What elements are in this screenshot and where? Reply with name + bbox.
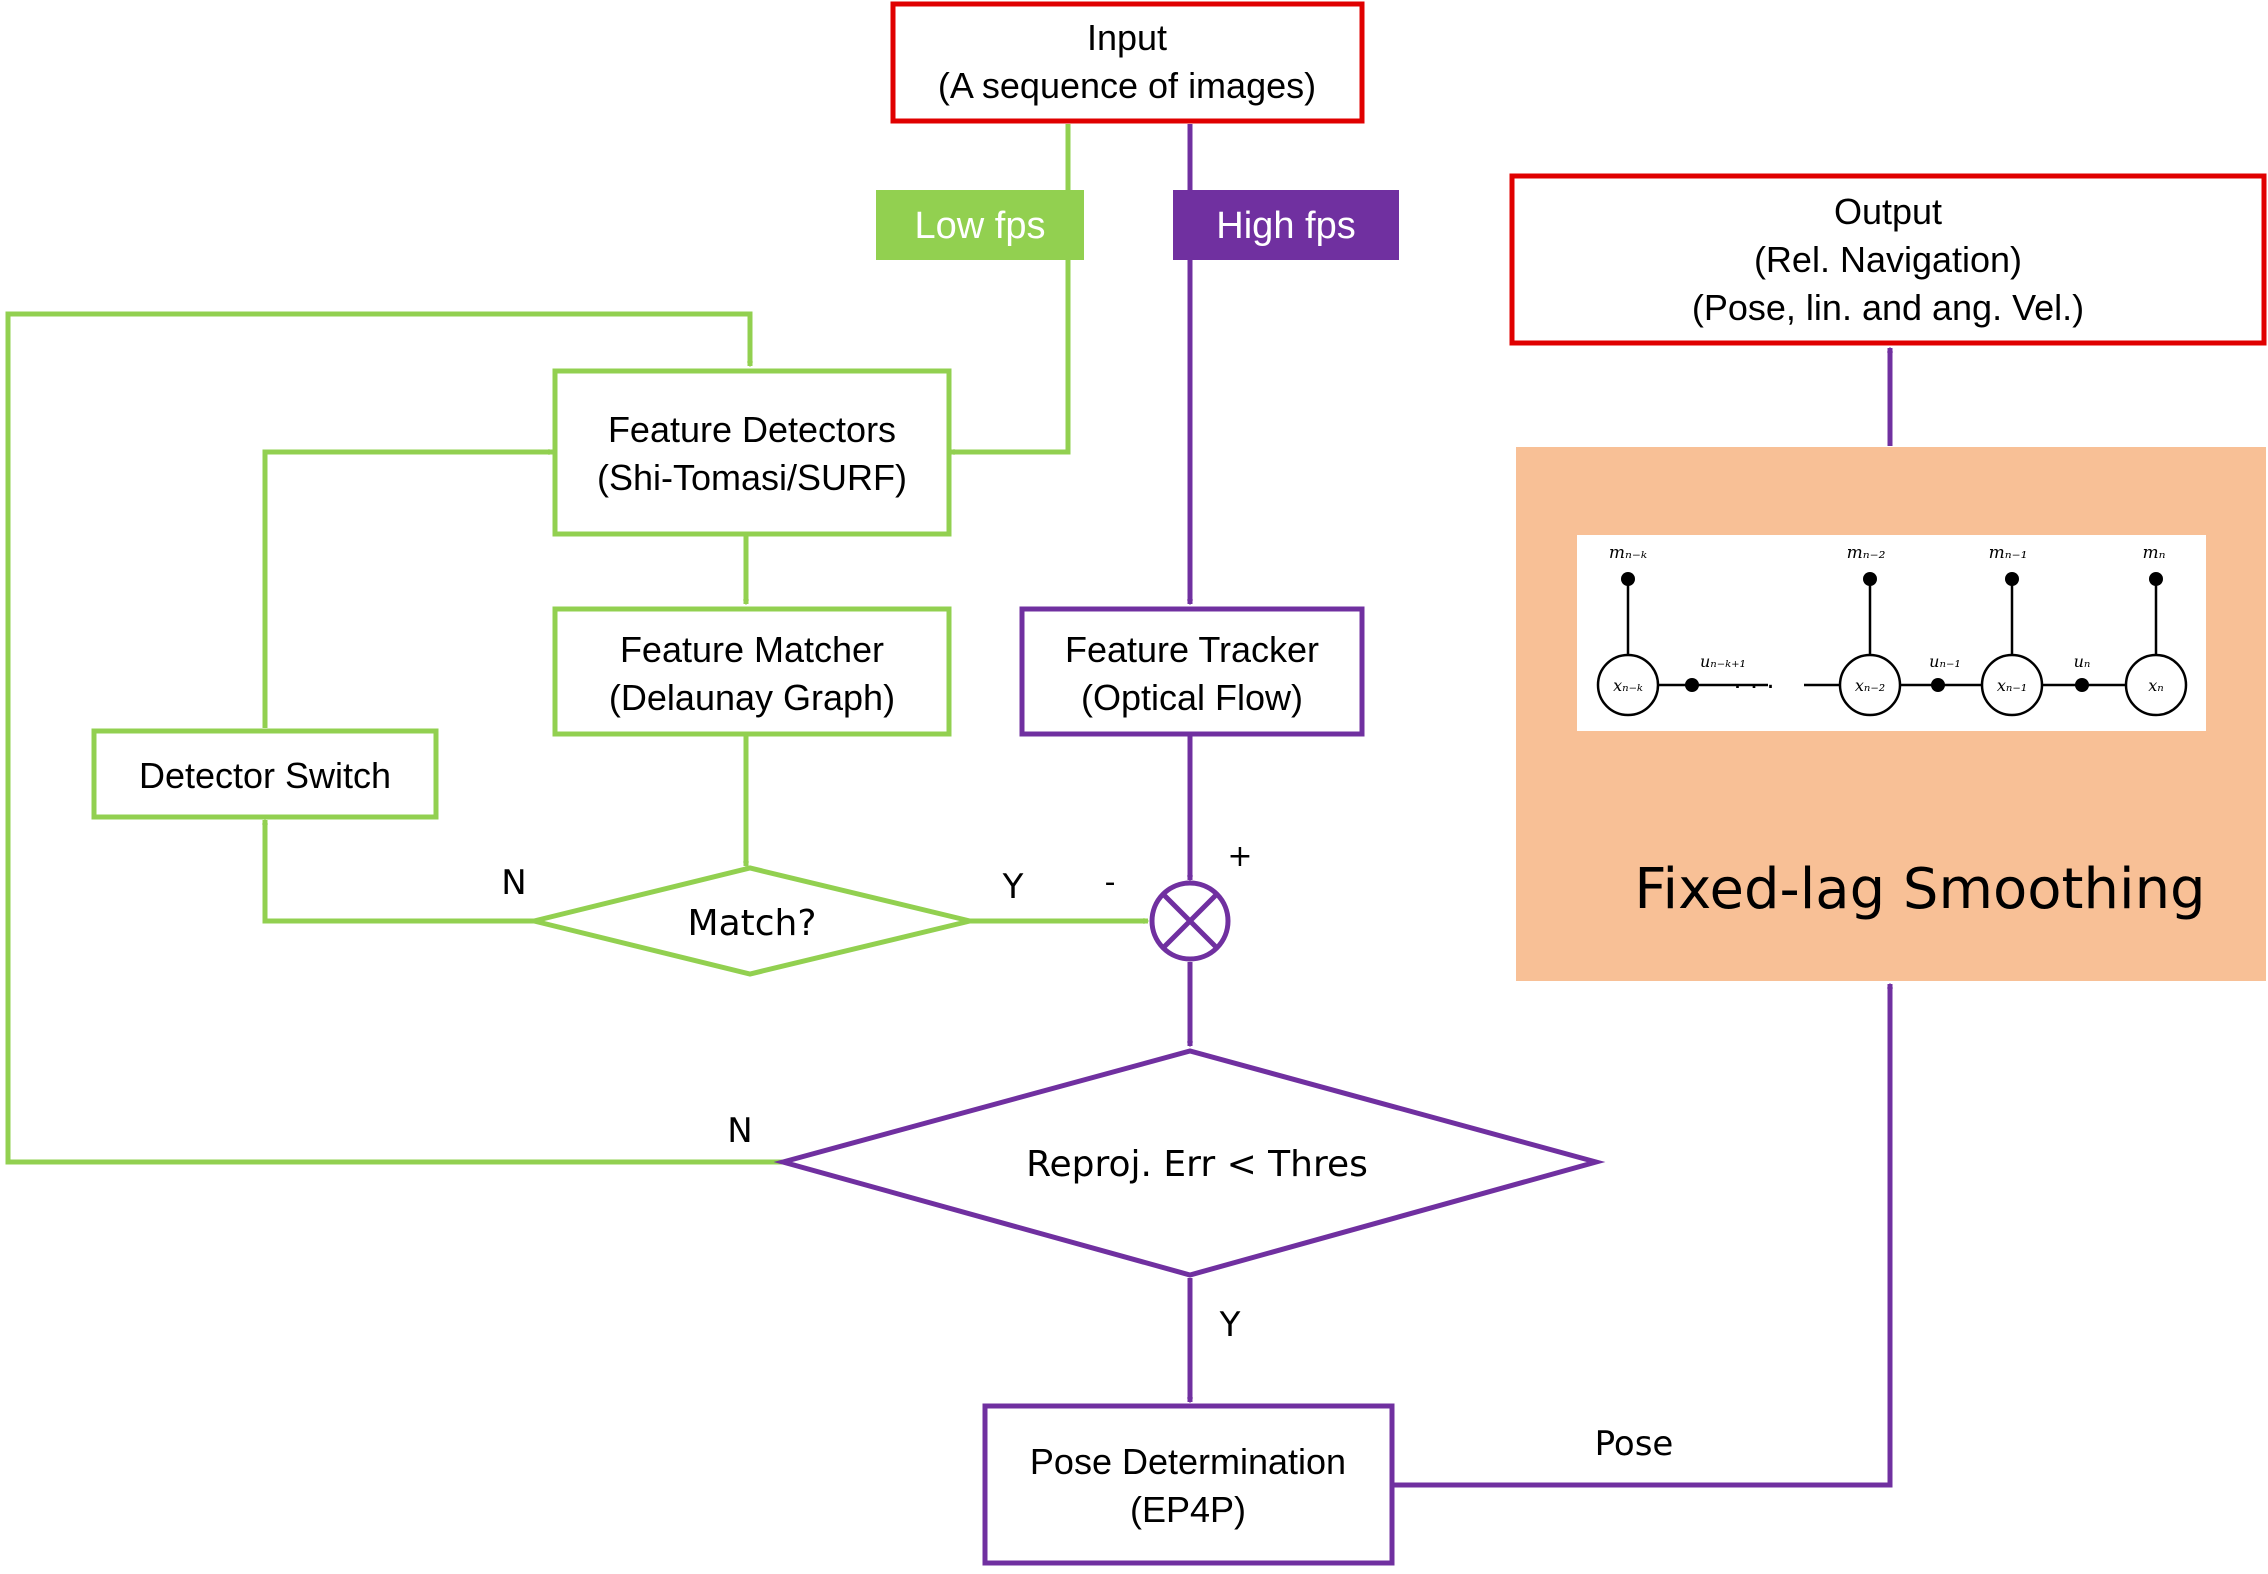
output-detail: (Pose, lin. and ang. Vel.) bbox=[1692, 287, 2084, 328]
input-node: Input (A sequence of images) bbox=[890, 1, 1365, 124]
measurement-label: mₙ₋₂ bbox=[1847, 543, 1886, 563]
comparator-node bbox=[1149, 880, 1231, 962]
edge-input-to-detectors bbox=[950, 124, 1071, 452]
feature-detectors-subtitle: (Shi-Tomasi/SURF) bbox=[597, 457, 907, 498]
feature-matcher-node: Feature Matcher (Delaunay Graph) bbox=[552, 606, 952, 737]
feature-tracker-subtitle: (Optical Flow) bbox=[1081, 677, 1303, 718]
state-node bbox=[1980, 653, 2044, 717]
control-factor-dot bbox=[1931, 678, 1945, 692]
detector-switch-node: Detector Switch bbox=[91, 728, 439, 820]
edge-reproj-no-loop bbox=[5, 311, 783, 1165]
measurement-label: mₙ₋ₖ bbox=[1609, 543, 1647, 563]
control-factor-dot bbox=[1685, 678, 1699, 692]
input-subtitle: (A sequence of images) bbox=[938, 65, 1316, 106]
measurement-factor-dot bbox=[2005, 572, 2019, 586]
match-decision-node: Match? bbox=[533, 865, 971, 977]
detector-switch-text: Detector Switch bbox=[139, 755, 391, 796]
control-label: uₙ₋ₖ₊₁ bbox=[1700, 652, 1746, 671]
edge-pose-to-smoothing bbox=[1392, 984, 1890, 1488]
reproj-no-label: N bbox=[727, 1111, 752, 1151]
reproj-decision-node: Reproj. Err < Thres bbox=[773, 1048, 1606, 1278]
control-factor-dot bbox=[2075, 678, 2089, 692]
match-decision-text: Match? bbox=[688, 903, 817, 944]
measurement-label: mₙ bbox=[2142, 543, 2165, 563]
comparator-minus: - bbox=[1105, 865, 1116, 900]
feature-tracker-title: Feature Tracker bbox=[1065, 629, 1319, 670]
control-label: uₙ₋₁ bbox=[1929, 652, 1961, 671]
reproj-decision-text: Reproj. Err < Thres bbox=[1026, 1144, 1368, 1185]
output-subtitle: (Rel. Navigation) bbox=[1754, 239, 2022, 280]
feature-tracker-node: Feature Tracker (Optical Flow) bbox=[1019, 606, 1365, 737]
low-fps-label: Low fps bbox=[876, 190, 1084, 260]
feature-detectors-node: Feature Detectors (Shi-Tomasi/SURF) bbox=[552, 368, 952, 537]
edge-switch-to-detectors bbox=[262, 452, 553, 728]
state-node bbox=[1838, 653, 1902, 717]
comparator-plus: + bbox=[1227, 839, 1252, 874]
factor-graph: xₙ₋ₖ xₙ₋₂ xₙ₋₁ xₙ mₙ₋ₖ mₙ₋₂ mₙ₋₁ mₙ uₙ₋ₖ… bbox=[1596, 543, 2188, 717]
input-title: Input bbox=[1087, 17, 1167, 58]
state-label: xₙ₋₂ bbox=[1855, 676, 1885, 695]
control-label: uₙ bbox=[2074, 652, 2091, 671]
output-node: Output (Rel. Navigation) (Pose, lin. and… bbox=[1509, 173, 2267, 346]
feature-detectors-title: Feature Detectors bbox=[608, 409, 896, 450]
low-fps-text: Low fps bbox=[915, 205, 1046, 247]
edge-match-no-to-switch bbox=[265, 820, 534, 924]
state-node bbox=[1596, 653, 1660, 717]
high-fps-text: High fps bbox=[1216, 205, 1355, 247]
match-yes-label: Y bbox=[1002, 867, 1024, 907]
measurement-factor-dot bbox=[1863, 572, 1877, 586]
output-title: Output bbox=[1834, 191, 1942, 232]
chain-ellipsis: . . . bbox=[1733, 665, 1774, 695]
feature-matcher-title: Feature Matcher bbox=[620, 629, 884, 670]
measurement-label: mₙ₋₁ bbox=[1989, 543, 2028, 563]
measurement-factor-dot bbox=[1621, 572, 1635, 586]
feature-matcher-subtitle: (Delaunay Graph) bbox=[609, 677, 895, 718]
pose-determination-title: Pose Determination bbox=[1030, 1441, 1346, 1482]
state-node bbox=[2124, 653, 2188, 717]
pose-edge-label: Pose bbox=[1595, 1424, 1674, 1464]
state-label: xₙ₋ₖ bbox=[1613, 676, 1643, 695]
measurement-factor-dot bbox=[2149, 572, 2163, 586]
state-label: xₙ₋₁ bbox=[1997, 676, 2027, 695]
smoothing-title: Fixed-lag Smoothing bbox=[1634, 857, 2205, 922]
match-no-label: N bbox=[501, 863, 526, 903]
reproj-yes-label: Y bbox=[1219, 1305, 1241, 1345]
pose-determination-node: Pose Determination (EP4P) bbox=[982, 1403, 1395, 1566]
high-fps-label: High fps bbox=[1173, 190, 1399, 260]
pose-determination-subtitle: (EP4P) bbox=[1130, 1489, 1246, 1530]
state-label: xₙ bbox=[2148, 676, 2164, 695]
